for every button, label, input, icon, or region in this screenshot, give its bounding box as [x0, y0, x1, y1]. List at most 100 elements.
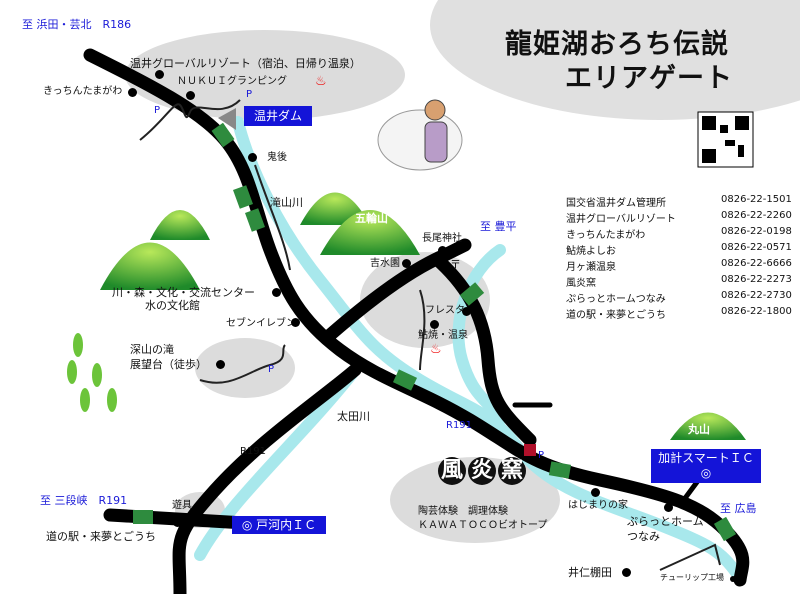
label-dam: 温井ダム — [244, 106, 312, 126]
label-tsunami-2: つなみ — [627, 530, 660, 543]
label-tulip: チューリップ工場 — [660, 573, 724, 582]
illustration-orochi — [377, 99, 463, 171]
label-otagawa: 太田川 — [337, 410, 370, 423]
parking-icon: P — [538, 450, 545, 461]
label-fresta: フレスタ — [425, 305, 465, 316]
phone-row: 風炎窯 0826-22-2273 — [566, 274, 792, 289]
phone-name: 道の駅・来夢とごうち — [566, 310, 666, 321]
parking-icon: P — [246, 89, 253, 100]
phone-row: 道の駅・来夢とごうち 0826-22-1800 — [566, 306, 792, 321]
direction-sandankyo: 至 三段峡 R191 — [40, 494, 128, 507]
label-hajimari: はじまりの家 — [568, 500, 628, 511]
label-resort: 温井グローバルリゾート（宿泊、日帰り温泉） — [130, 57, 361, 70]
area-falls — [195, 338, 295, 398]
phone-row: 温井グローバルリゾート 0826-22-2260 — [566, 210, 792, 225]
label-r191-right: R191 — [446, 420, 473, 431]
title-line-1: 龍姫湖おろち伝説 — [505, 29, 729, 60]
phone-name: 国交省温井ダム管理所 — [566, 198, 666, 209]
phone-name: 風炎窯 — [566, 278, 596, 289]
label-playground: 遊具 — [172, 500, 192, 511]
tunnels — [133, 122, 737, 542]
phone-row: きっちんたまがわ 0826-22-0198 — [566, 226, 792, 241]
rivers — [194, 116, 744, 581]
dot-culture-center — [272, 288, 281, 297]
dot-glamping — [186, 91, 195, 100]
dot-tulip — [730, 576, 736, 582]
dot-falls — [216, 360, 225, 369]
phone-number: 0826-22-6666 — [721, 258, 792, 269]
phone-row: 月ヶ瀬温泉 0826-22-6666 — [566, 258, 792, 273]
label-falls-1: 深山の滝 — [130, 343, 174, 356]
onsen-icon: ♨ — [315, 74, 327, 89]
label-kiln: 風炎窯 — [438, 457, 528, 485]
top-right-backdrop — [430, 0, 800, 120]
dam-marker — [218, 108, 236, 130]
area-nukui — [125, 30, 405, 120]
parking-marker — [524, 444, 536, 456]
label-seven-eleven: セブンイレブン — [226, 318, 296, 329]
phone-name: ぷらっとホームつなみ — [566, 294, 666, 305]
label-nagao: 長尾神社 — [422, 233, 462, 244]
dot-onigo — [248, 153, 257, 162]
post-office-icon: 〒 — [450, 258, 461, 271]
label-maruyama: 丸山 — [688, 423, 710, 436]
dot-fresta — [462, 307, 471, 316]
dot-ayuyaki — [430, 320, 439, 329]
label-takiyamagawa: 滝山川 — [270, 196, 303, 209]
phone-number: 0826-22-1800 — [721, 306, 792, 317]
phone-name: 月ヶ瀬温泉 — [566, 262, 616, 273]
dot-yoshimizuen — [402, 259, 411, 268]
mountains — [100, 192, 746, 440]
qr-code — [697, 111, 754, 168]
label-ijin: 井仁棚田 — [568, 566, 612, 579]
label-yoshimizuen: 吉水園 — [370, 258, 400, 269]
phone-number: 0826-22-2730 — [721, 290, 792, 301]
phone-row: 鮎焼よしお 0826-22-0571 — [566, 242, 792, 257]
phone-number: 0826-22-0571 — [721, 242, 792, 253]
label-kake-ic: 加計スマートＩＣ◎ — [651, 449, 761, 483]
dot-tsunami — [664, 503, 673, 512]
dot-ijin — [622, 568, 631, 577]
label-michinoeki: 道の駅・来夢とごうち — [46, 530, 156, 543]
phone-name: きっちんたまがわ — [566, 230, 646, 241]
label-kawatoco: ＫＡＷＡＴＯＣＯビオトープ — [418, 520, 548, 531]
phone-number: 0826-22-1501 — [721, 194, 792, 205]
kiln-char: 炎 — [468, 457, 496, 485]
phone-name: 温井グローバルリゾート — [566, 214, 676, 225]
dot-resort — [155, 70, 164, 79]
dot-nagao — [438, 246, 447, 255]
trees — [67, 333, 117, 412]
label-kitchin: きっちんたまがわ — [43, 86, 123, 97]
dot-seven-eleven — [291, 318, 300, 327]
onsen-icon: ♨ — [430, 342, 442, 357]
title-line-2: エリアゲート — [565, 63, 733, 94]
direction-north: 至 浜田・芸北 R186 — [22, 18, 132, 31]
label-culture-center-1: 川・森・文化・交流センター — [112, 286, 255, 299]
kake-ic-name: 加計スマートＩＣ — [658, 451, 754, 465]
label-togouchi-ic: ◎ 戸河内ＩＣ — [232, 516, 326, 534]
phone-row: ぷらっとホームつなみ 0826-22-2730 — [566, 290, 792, 305]
direction-hiroshima: 至 広島 — [720, 502, 757, 515]
parking-icon: P — [154, 105, 161, 116]
dot-kitchin — [128, 88, 137, 97]
kiln-char: 窯 — [498, 457, 526, 485]
phone-number: 0826-22-2260 — [721, 210, 792, 221]
dot-hajimari — [591, 488, 600, 497]
direction-toyohira: 至 豊平 — [480, 220, 517, 233]
dot-michinoeki — [173, 518, 182, 527]
interchange-icon: ◎ — [700, 466, 712, 480]
label-falls-2: 展望台（徒歩） — [130, 358, 207, 371]
label-gorinzan: 五輪山 — [355, 212, 388, 225]
phone-number: 0826-22-2273 — [721, 274, 792, 285]
phone-number: 0826-22-0198 — [721, 226, 792, 237]
label-r191-left: R191 — [240, 446, 267, 457]
phone-row: 国交省温井ダム管理所 0826-22-1501 — [566, 194, 792, 209]
label-glamping: ＮＵＫＵＩグランピング — [177, 76, 287, 87]
label-onigo: 鬼後 — [267, 152, 287, 163]
kiln-char: 風 — [438, 457, 466, 485]
label-kiln-activities: 陶芸体験 調理体験 — [418, 506, 508, 517]
phone-name: 鮎焼よしお — [566, 246, 616, 257]
parking-icon: P — [268, 364, 275, 375]
